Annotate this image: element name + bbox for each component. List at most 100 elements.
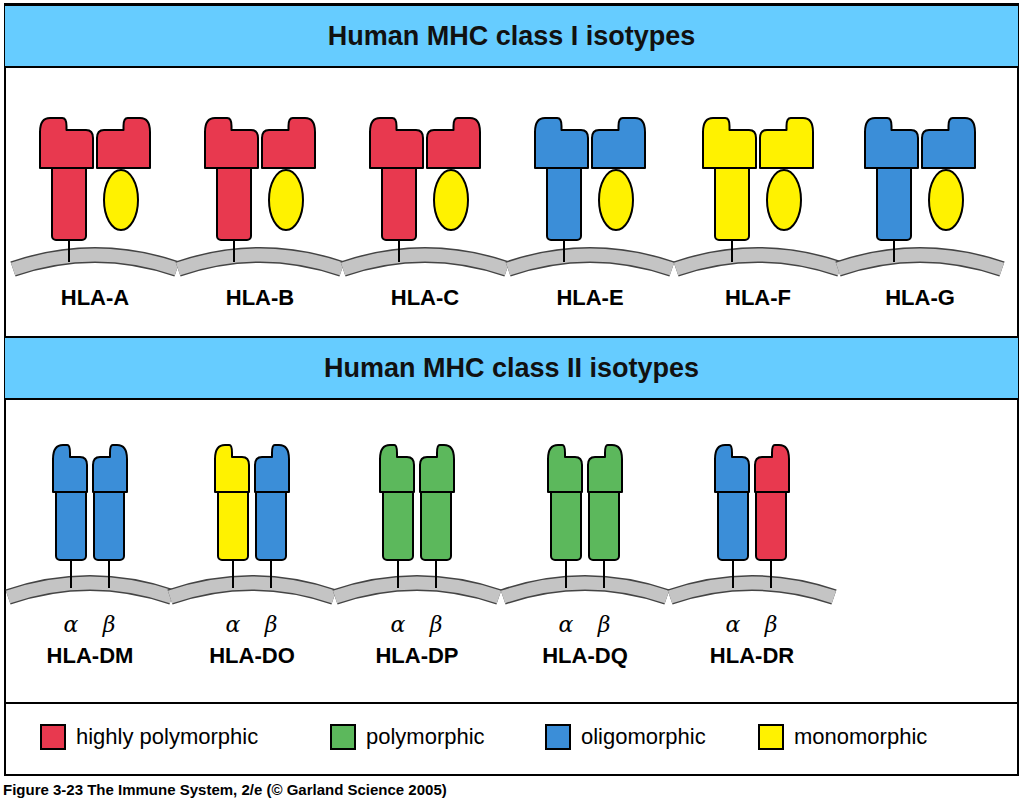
stem [603,558,605,588]
membrane [170,583,334,597]
alpha3-domain [547,164,581,240]
domain [755,445,789,492]
isotype-label: HLA-G [885,285,955,311]
beta2m [767,170,801,230]
alpha3-domain [382,164,416,240]
chain-label: α [64,612,79,637]
beta2-domain [94,488,124,560]
alpha2-domain [718,488,748,560]
beta2-domain [756,488,786,560]
isotype-label: HLA-DQ [542,643,628,669]
stem [732,558,734,588]
domain [427,118,480,168]
domain [97,118,150,168]
beta2-domain [256,488,286,560]
alpha2-domain [383,488,413,560]
figure-caption: Figure 3-23 The Immune System, 2/e (© Ga… [3,781,447,798]
domain [535,118,588,168]
alpha2-domain [56,488,86,560]
beta2m [269,170,303,230]
beta2m [929,170,963,230]
legend-item: highly polymorphic [40,724,258,750]
alpha3-domain [715,164,749,240]
membrane-edge [13,255,177,269]
isotype-label: HLA-DP [375,643,458,669]
legend-item: oligomorphic [545,724,706,750]
membrane-edge [838,255,1002,269]
section-band: Human MHC class I isotypes [5,4,1018,68]
isotype-label: HLA-B [226,285,294,311]
legend-swatch [545,724,571,750]
legend-item: monomorphic [758,724,927,750]
stem [68,238,70,262]
beta2-domain [421,488,451,560]
isotype-label: HLA-DR [710,643,794,669]
beta2m [434,170,468,230]
legend-text: oligomorphic [581,724,706,750]
domain [760,118,813,168]
chain-label: β [430,612,443,637]
stem [70,558,72,588]
chain-label: β [598,612,611,637]
membrane-edge [670,583,834,597]
divider [5,702,1018,704]
membrane [178,255,342,269]
stem [270,558,272,588]
domain [205,118,258,168]
isotype-label: HLA-A [61,285,129,311]
domain [592,118,645,168]
stem [893,238,895,262]
stem [731,238,733,262]
legend-swatch [330,724,356,750]
domain [703,118,756,168]
chain-label: α [559,612,574,637]
membrane [343,255,507,269]
domain [370,118,423,168]
stem [563,238,565,262]
legend-swatch [40,724,66,750]
chain-label: β [765,612,778,637]
membrane-edge [676,255,840,269]
stem [435,558,437,588]
legend-text: highly polymorphic [76,724,258,750]
frame [5,4,1018,775]
stem [397,558,399,588]
membrane [8,583,172,597]
domain [262,118,315,168]
stem [770,558,772,588]
domain [420,445,454,492]
isotype-label: HLA-DM [47,643,134,669]
membrane [670,583,834,597]
membrane-edge [170,583,334,597]
stem [108,558,110,588]
domain [255,445,289,492]
section-band: Human MHC class II isotypes [5,336,1018,400]
chain-label: β [265,612,278,637]
domain [380,445,414,492]
membrane-edge [178,255,342,269]
domain [548,445,582,492]
beta2m [599,170,633,230]
membrane [838,255,1002,269]
membrane-edge [508,255,672,269]
stem [398,238,400,262]
isotype-label: HLA-F [725,285,791,311]
chain-label: β [103,612,116,637]
domain [40,118,93,168]
stem [232,558,234,588]
membrane [335,583,499,597]
legend-swatch [758,724,784,750]
isotype-label: HLA-E [556,285,623,311]
alpha3-domain [52,164,86,240]
alpha3-domain [877,164,911,240]
stem [565,558,567,588]
chain-label: α [226,612,241,637]
domain [715,445,749,492]
membrane [676,255,840,269]
chain-label: α [726,612,741,637]
isotype-label: HLA-DO [209,643,295,669]
domain [588,445,622,492]
membrane-edge [335,583,499,597]
legend-text: polymorphic [366,724,485,750]
